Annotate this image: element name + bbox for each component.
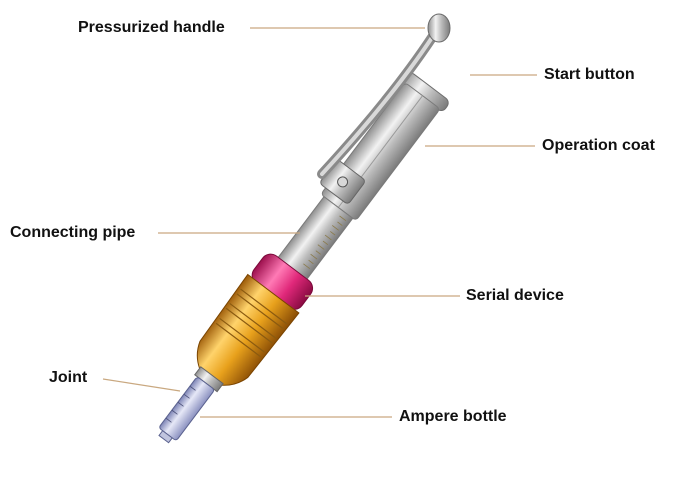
label-joint: Joint <box>49 369 88 386</box>
label-pressurized-handle: Pressurized handle <box>78 19 225 36</box>
label-connecting-pipe: Connecting pipe <box>10 224 136 241</box>
ampoule-vial <box>159 377 215 441</box>
label-operation-coat: Operation coat <box>542 137 655 154</box>
handle-tip <box>427 13 451 43</box>
label-ampere-bottle: Ampere bottle <box>399 408 507 425</box>
label-serial-device: Serial device <box>466 287 564 304</box>
leader-joint <box>102 378 181 392</box>
label-start-button: Start button <box>544 66 635 83</box>
